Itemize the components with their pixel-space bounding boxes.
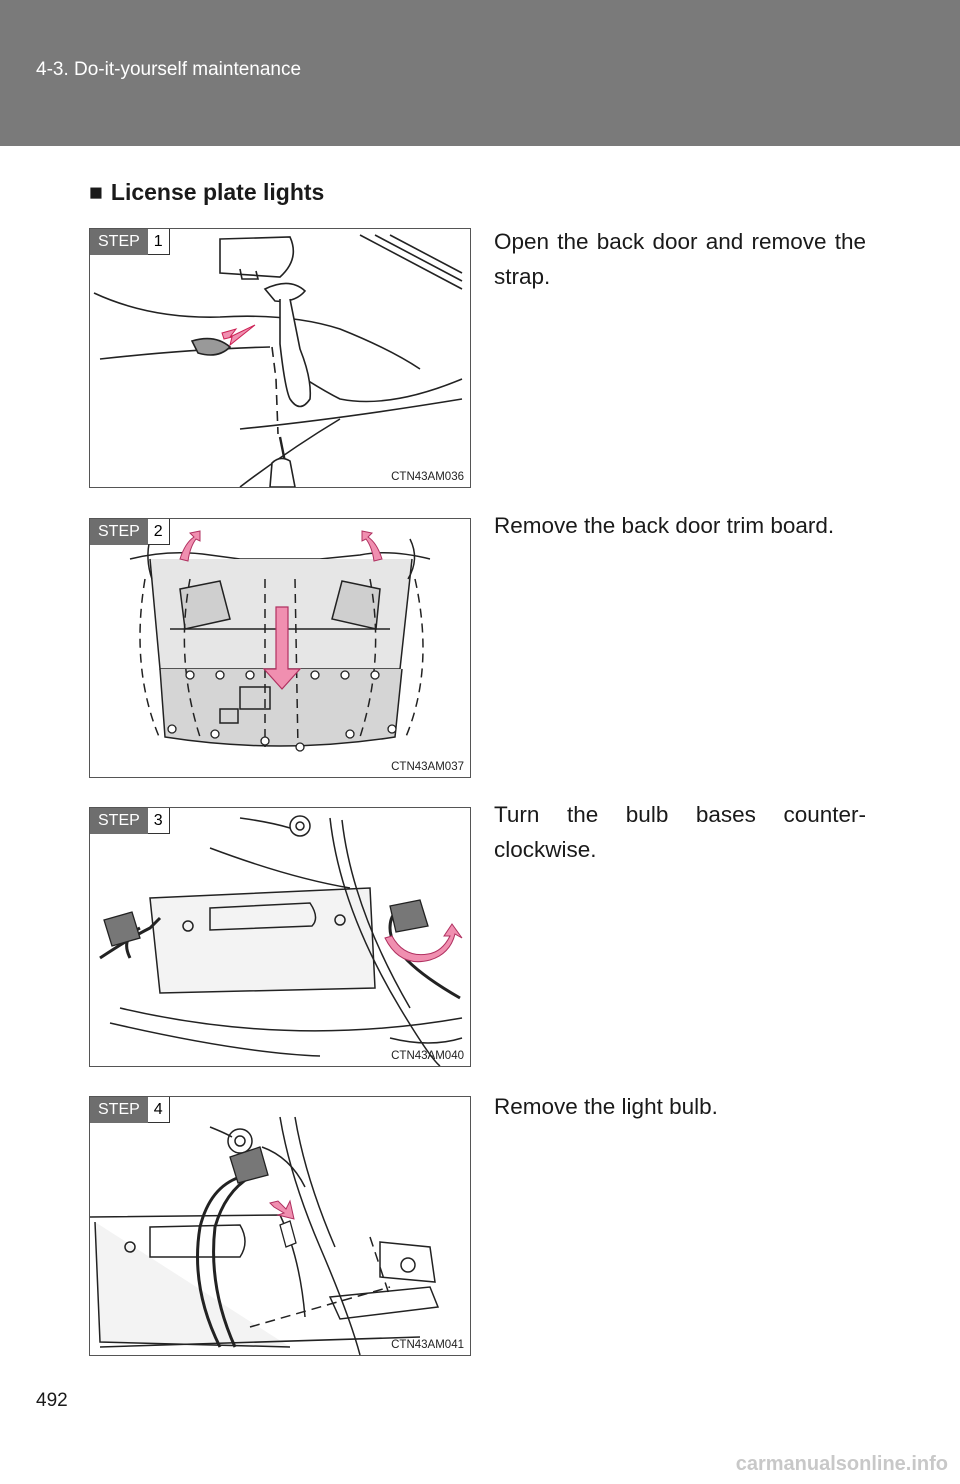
bullet-square-icon: ■ <box>89 179 103 205</box>
bulb-removal-drawing <box>90 1116 440 1355</box>
figure-code: CTN43AM037 <box>391 761 464 773</box>
section-title: ■ License plate lights <box>89 179 324 206</box>
strap-removal-drawing <box>93 234 463 487</box>
step-badge-label: STEP <box>90 808 148 834</box>
figure-code: CTN43AM036 <box>391 471 464 483</box>
page-header: 4-3. Do-it-yourself maintenance <box>0 0 960 146</box>
watermark: carmanualsonline.info <box>735 1453 948 1475</box>
figure-code: CTN43AM041 <box>391 1339 464 1351</box>
bulb-base-drawing <box>99 815 463 1066</box>
step-badge-label: STEP <box>90 1097 148 1123</box>
step-badge-number: 3 <box>147 808 170 834</box>
section-header-title: 4-3. Do-it-yourself maintenance <box>36 59 302 80</box>
section-title-text: License plate lights <box>110 179 325 205</box>
step-2-text: Remove the back door trim board. <box>494 513 835 538</box>
step-badge-number: 4 <box>147 1097 170 1123</box>
step-4-text: Remove the light bulb. <box>494 1094 718 1119</box>
figure-code: CTN43AM040 <box>391 1050 464 1062</box>
step-badge-label: STEP <box>90 229 148 255</box>
step-badge-number: 1 <box>147 229 170 255</box>
step-badge-label: STEP <box>90 519 148 545</box>
trim-board-drawing <box>129 530 431 752</box>
step-1-text: Open the back door and remove the strap. <box>494 229 866 289</box>
step-badge-number: 2 <box>147 519 170 545</box>
page-number: 492 <box>36 1390 68 1411</box>
step-3-text: Turn the bulb bases counter-clockwise. <box>494 802 866 862</box>
